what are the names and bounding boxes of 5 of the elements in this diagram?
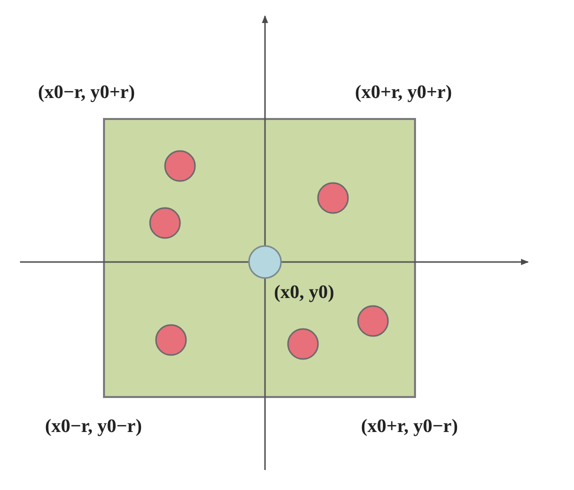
coordinate-label: (x0−r, y0+r) <box>38 83 135 104</box>
coordinate-label: (x0, y0) <box>274 283 334 304</box>
coordinate-label: (x0+r, y0+r) <box>355 83 452 104</box>
coordinate-label: (x0+r, y0−r) <box>361 417 458 438</box>
coordinate-label: (x0−r, y0−r) <box>45 417 142 438</box>
